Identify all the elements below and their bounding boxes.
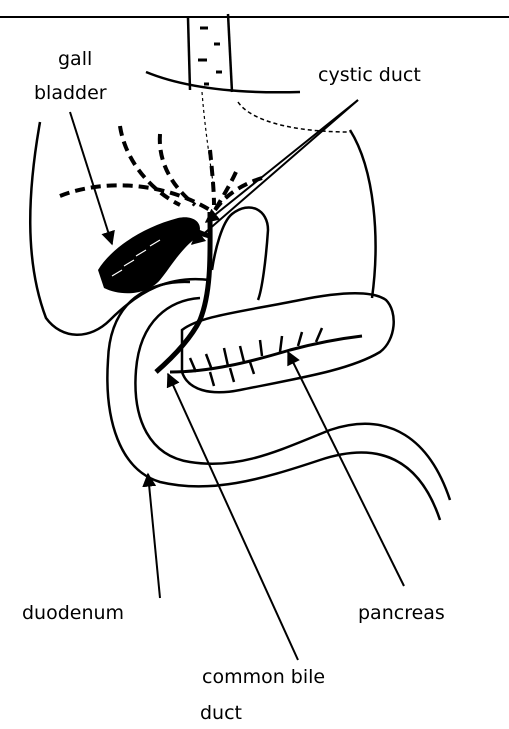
label-gall-bladder-line1: gall: [58, 46, 92, 72]
label-common-bile-duct-line2: duct: [200, 700, 242, 726]
label-common-bile-duct-line1: common bile: [202, 664, 325, 690]
label-cystic-duct: cystic duct: [318, 62, 421, 88]
liver-inner: [212, 207, 268, 300]
label-duodenum: duodenum: [22, 600, 124, 626]
esophagus: [188, 14, 232, 92]
liver-right: [350, 130, 376, 298]
stomach-outline: [146, 72, 300, 92]
stomach-dashed: [238, 102, 350, 132]
label-pancreas: pancreas: [358, 600, 445, 626]
pancreas-outline: [182, 293, 394, 392]
label-gall-bladder-line2: bladder: [34, 80, 107, 106]
pancreatic-duct: [170, 336, 362, 372]
pointer-arrows: [70, 100, 404, 660]
bile-duct-tree: [60, 126, 262, 210]
